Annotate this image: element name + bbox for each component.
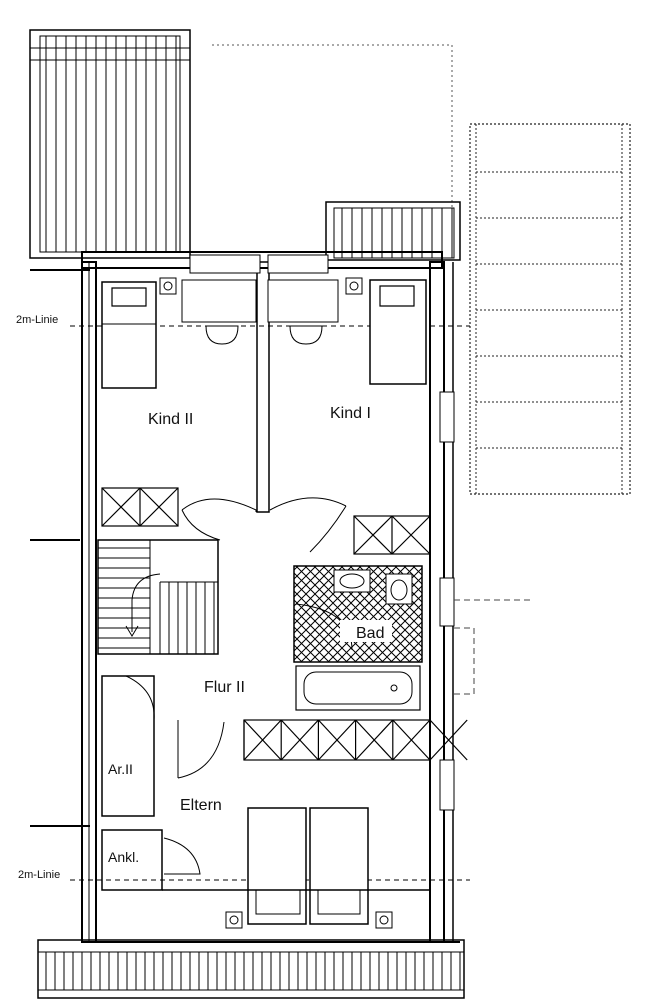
wardrobe-kind-1 <box>353 515 431 555</box>
door-swings <box>104 497 347 875</box>
pergola-right <box>469 123 631 495</box>
bottom-balcony <box>37 939 465 999</box>
label-2m-linie-upper: 2m-Linie <box>16 314 58 326</box>
staircase <box>97 539 219 655</box>
dotted-outline-top <box>212 44 453 255</box>
small-balcony <box>325 201 461 261</box>
bathroom <box>293 565 423 711</box>
bed-kind-1 <box>345 277 427 385</box>
label-kind-2: Kind II <box>148 411 193 428</box>
wardrobe-flur <box>243 719 468 761</box>
bed-eltern <box>225 807 393 929</box>
bed-kind-2 <box>101 277 177 389</box>
roof-balcony-top-left <box>29 29 191 259</box>
label-ankl: Ankl. <box>108 849 139 865</box>
desk-chairs <box>205 325 323 345</box>
storage-walls <box>101 675 430 891</box>
right-dashes <box>454 599 530 695</box>
label-kind-1: Kind I <box>330 405 371 422</box>
label-flur-2: Flur II <box>204 679 245 696</box>
top-windows <box>181 254 339 323</box>
label-ar-2: Ar.II <box>108 761 133 777</box>
wardrobe-kind-2 <box>101 487 179 527</box>
right-windows <box>439 391 455 811</box>
label-2m-linie-lower: 2m-Linie <box>18 869 60 881</box>
label-eltern: Eltern <box>180 797 222 814</box>
label-bad: Bad <box>356 625 384 642</box>
